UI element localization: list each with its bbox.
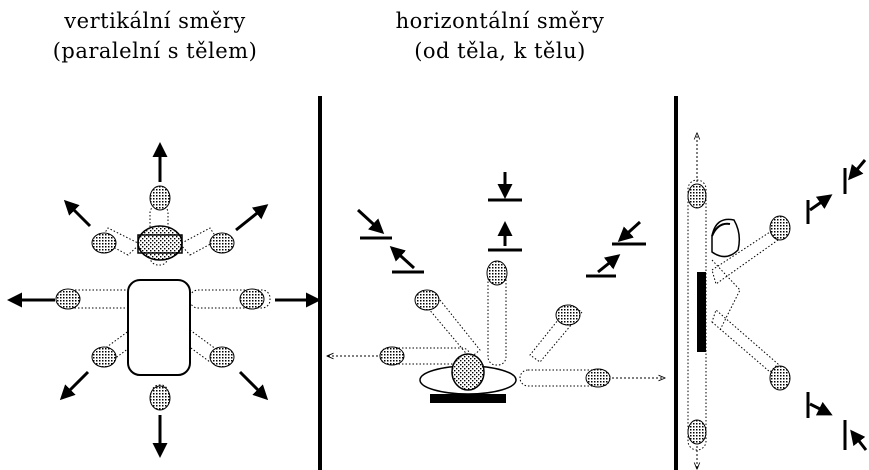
arrow-up-right <box>235 204 269 232</box>
horizontal-directions-title: horizontální směry (od těla, k tělu) <box>360 6 640 66</box>
vertical-title-line2: (paralelní s tělem) <box>52 39 258 63</box>
arrow-down-right <box>238 370 269 401</box>
arrow-down-left <box>59 370 90 401</box>
vertical-directions-title: vertikální směry (paralelní s tělem) <box>20 6 290 66</box>
panel-side <box>687 134 868 468</box>
panel-horizontal <box>328 172 664 403</box>
panel-vertical <box>6 142 321 458</box>
arrow-up-left <box>63 199 92 228</box>
horizontal-title-line2: (od těla, k tělu) <box>414 39 586 63</box>
vertical-title-line1: vertikální směry <box>64 9 246 33</box>
horizontal-title-line1: horizontální směry <box>395 9 605 33</box>
